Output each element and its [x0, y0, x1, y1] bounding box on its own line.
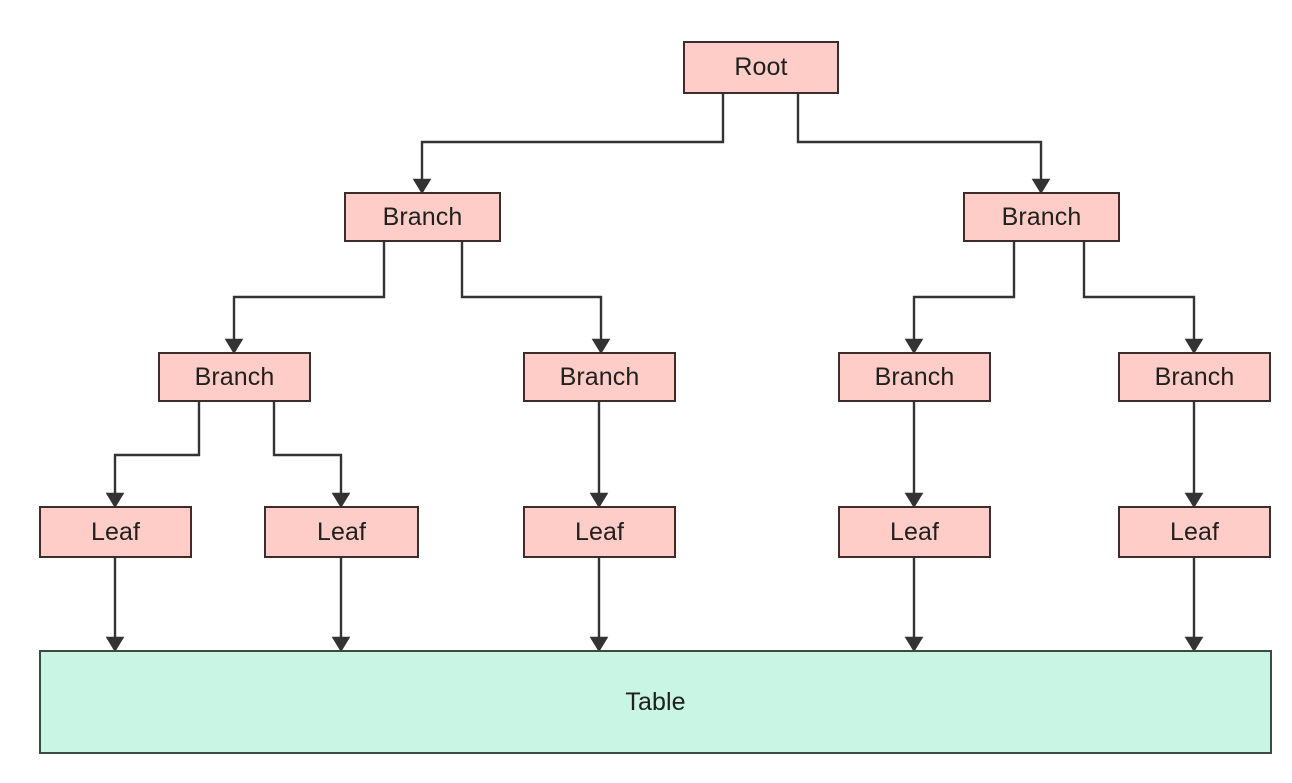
node-branch4[interactable]: Branch	[523, 352, 676, 402]
node-table[interactable]: Table	[39, 650, 1272, 754]
node-label-leaf4: Leaf	[889, 517, 940, 546]
node-label-leaf5: Leaf	[1169, 517, 1220, 546]
node-leaf3[interactable]: Leaf	[523, 506, 676, 558]
node-label-leaf1: Leaf	[90, 517, 141, 546]
node-branch2[interactable]: Branch	[963, 192, 1120, 242]
node-label-branch6: Branch	[1154, 362, 1235, 391]
node-leaf4[interactable]: Leaf	[838, 506, 991, 558]
node-label-branch3: Branch	[194, 362, 275, 391]
edge-root-branch1	[412, 94, 725, 195]
node-label-branch5: Branch	[874, 362, 955, 391]
node-branch3[interactable]: Branch	[158, 352, 311, 402]
edge-branch1-branch3	[224, 242, 386, 355]
node-label-root: Root	[734, 53, 788, 81]
node-leaf5[interactable]: Leaf	[1118, 506, 1271, 558]
node-label-table: Table	[625, 687, 686, 716]
edge-root-branch2	[796, 94, 1051, 195]
edge-branch2-branch5	[904, 242, 1016, 355]
edge-branch3-leaf1	[105, 402, 201, 509]
node-label-branch2: Branch	[1001, 202, 1082, 231]
node-branch5[interactable]: Branch	[838, 352, 991, 402]
node-branch6[interactable]: Branch	[1118, 352, 1271, 402]
node-root[interactable]: Root	[683, 41, 839, 94]
node-branch1[interactable]: Branch	[344, 192, 501, 242]
node-leaf1[interactable]: Leaf	[39, 506, 192, 558]
node-label-branch4: Branch	[559, 362, 640, 391]
node-leaf2[interactable]: Leaf	[264, 506, 419, 558]
node-label-leaf2: Leaf	[316, 517, 367, 546]
edge-branch2-branch6	[1082, 242, 1204, 355]
edge-branch3-leaf2	[272, 402, 351, 509]
node-label-branch1: Branch	[382, 202, 463, 231]
node-label-leaf3: Leaf	[574, 517, 625, 546]
edge-branch1-branch4	[460, 242, 611, 355]
